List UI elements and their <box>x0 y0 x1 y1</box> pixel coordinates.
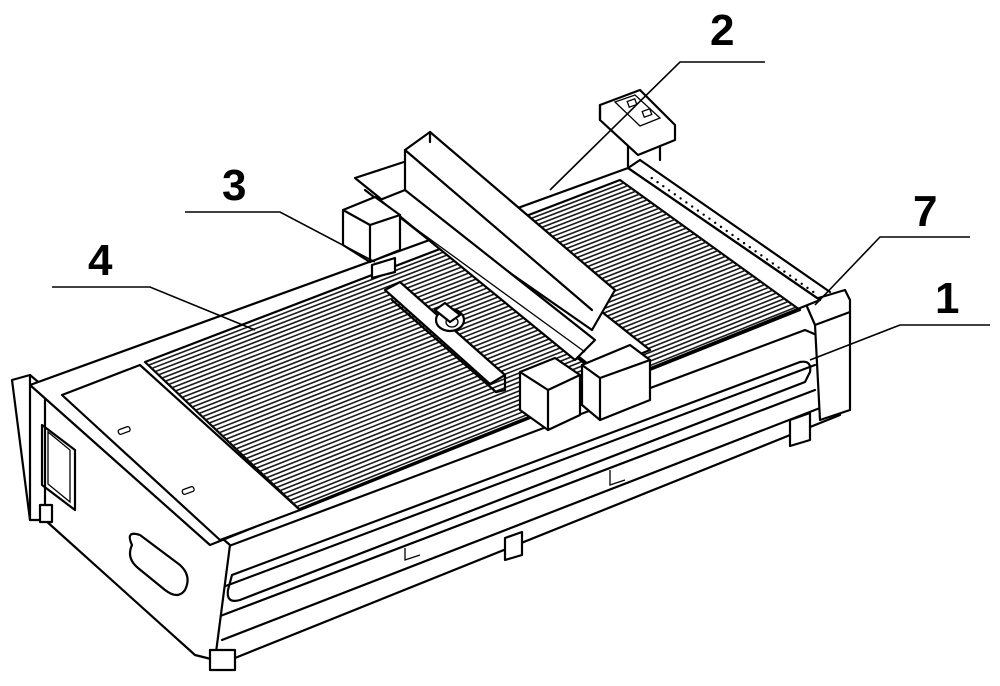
slat-line <box>269 283 766 482</box>
rail-dot <box>662 185 665 188</box>
rail-dot <box>794 278 798 281</box>
label-4: 4 <box>88 236 113 285</box>
rail-dot <box>731 233 734 237</box>
slat-line <box>249 266 742 463</box>
label-2: 2 <box>710 6 734 55</box>
rail-dot <box>656 180 659 184</box>
rail-dot <box>673 193 677 196</box>
rail-markers <box>650 176 815 294</box>
rail-dot <box>714 221 717 224</box>
slat-line <box>255 272 750 469</box>
rail-dot <box>771 262 775 265</box>
rail-dot <box>702 213 705 216</box>
rail-dot <box>696 209 700 212</box>
label-3: 3 <box>222 161 246 210</box>
slat-line <box>151 184 629 370</box>
rail-dot <box>812 290 815 294</box>
rail-dot <box>719 225 723 229</box>
rail-dot <box>737 237 740 241</box>
slat-line <box>252 269 746 466</box>
slat-line <box>266 280 762 479</box>
control-box <box>598 88 677 170</box>
rail-dot <box>748 246 751 249</box>
rail-dot <box>754 250 757 253</box>
slat-line <box>262 278 758 476</box>
rail-dot <box>760 254 763 257</box>
rail-dot <box>800 282 803 285</box>
label-1: 1 <box>935 274 959 323</box>
slat-line <box>245 264 738 460</box>
rail-dot <box>708 217 711 220</box>
rail-dot <box>685 201 688 204</box>
rail-dot <box>667 189 671 192</box>
slat-line <box>259 275 754 473</box>
rail-dot <box>690 205 694 208</box>
slat-line <box>154 187 633 373</box>
rail-dot <box>777 266 780 269</box>
label-7: 7 <box>913 187 937 236</box>
rail-dot <box>765 258 769 261</box>
leader-lines <box>52 61 990 361</box>
rail-dot <box>650 176 653 180</box>
rail-dot <box>783 270 786 273</box>
rail-dot <box>788 274 792 277</box>
rail-dot <box>806 286 809 290</box>
rail-dot <box>679 197 682 200</box>
part-labels: 2 3 4 7 1 <box>88 6 959 323</box>
rail-dot <box>725 229 728 233</box>
machine-bed-frame <box>10 288 852 672</box>
gantry-assembly <box>341 130 652 432</box>
rail-dot <box>742 241 746 245</box>
